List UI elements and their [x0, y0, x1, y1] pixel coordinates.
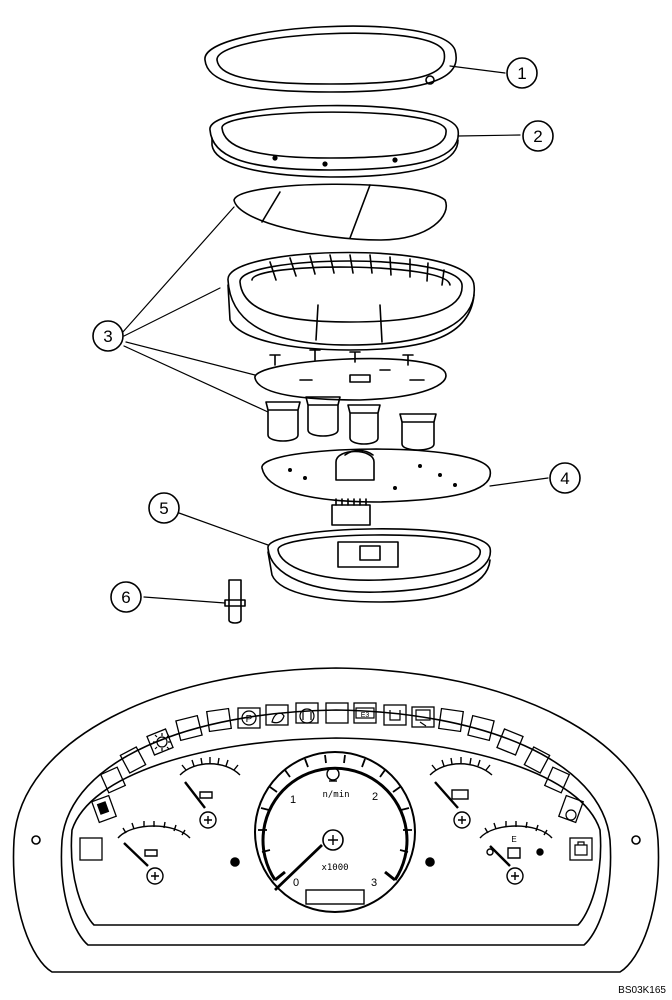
window-part [233, 183, 448, 241]
mount-hole-left-icon [31, 835, 41, 845]
lamp-icons: P E3 [96, 707, 588, 856]
leader-lines [121, 65, 549, 604]
fuel-gauge: E [479, 821, 553, 885]
oil-temp-gauge [179, 757, 241, 829]
parking-brake-letter: P [246, 714, 253, 725]
mount-hole-right-icon [631, 835, 641, 845]
oil-temp-icon [199, 791, 213, 799]
bezel-ring-part [204, 25, 457, 93]
tach-tick-2: 2 [372, 791, 378, 803]
callout-5: 5 [148, 492, 180, 524]
callout-4: 4 [549, 462, 581, 494]
voltmeter-icon [451, 789, 469, 800]
callout-6-label: 6 [121, 588, 130, 607]
right-indicator-dot [425, 857, 435, 867]
seat-belt-icon [415, 709, 431, 727]
callout-4-label: 4 [560, 469, 569, 488]
parking-brake-icon [241, 710, 257, 726]
tach-tick-3: 3 [371, 877, 377, 889]
main-pcb-part [261, 448, 492, 503]
oil-pressure-icon [271, 712, 285, 724]
tach-multiplier: x1000 [321, 863, 348, 873]
coolant-temp-icon [144, 849, 158, 857]
tach-tick-0: 0 [293, 877, 299, 889]
callout-2: 2 [522, 120, 554, 152]
coolant-temp-gauge [117, 821, 191, 885]
callouts: 1 2 3 4 5 6 [92, 57, 581, 613]
reference-code: BS03K165 [618, 985, 666, 996]
cluster-outer-shell [12, 667, 660, 973]
work-light-icon [156, 736, 168, 748]
hour-meter-display [305, 889, 365, 905]
filter-icon [574, 841, 588, 856]
callout-6: 6 [110, 581, 142, 613]
warning-lamp-row [79, 702, 593, 861]
fuel-pump-icon [507, 847, 521, 859]
tach-tick-1: 1 [290, 794, 296, 806]
callout-3-label: 3 [103, 327, 112, 346]
voltmeter-gauge [429, 757, 493, 829]
fuel-lamp-icon [96, 801, 110, 815]
callout-3: 3 [92, 320, 124, 352]
callout-5-label: 5 [159, 499, 168, 518]
svg-text:E3: E3 [361, 712, 370, 719]
tach-unit: n/min [322, 790, 349, 800]
cluster-front-view: P E3 [12, 667, 660, 973]
pin-part [224, 579, 246, 624]
housing-ring-part [227, 251, 476, 351]
engine-icon [326, 767, 340, 781]
left-indicator-dot [230, 857, 240, 867]
battery-icon [355, 707, 375, 719]
circuit-board-part [254, 349, 447, 401]
lens-cover-part [209, 104, 460, 178]
rear-housing-part [267, 498, 492, 603]
fuel-letter: E [511, 835, 516, 844]
coolant-icon [389, 710, 401, 721]
hydraulic-icon [565, 809, 577, 821]
callout-1-label: 1 [517, 64, 526, 83]
callout-2-label: 2 [533, 127, 542, 146]
gauge-movements-part [265, 396, 437, 451]
callout-1: 1 [506, 57, 538, 89]
brake-warning-icon [299, 708, 315, 724]
tachometer-gauge [254, 751, 416, 913]
